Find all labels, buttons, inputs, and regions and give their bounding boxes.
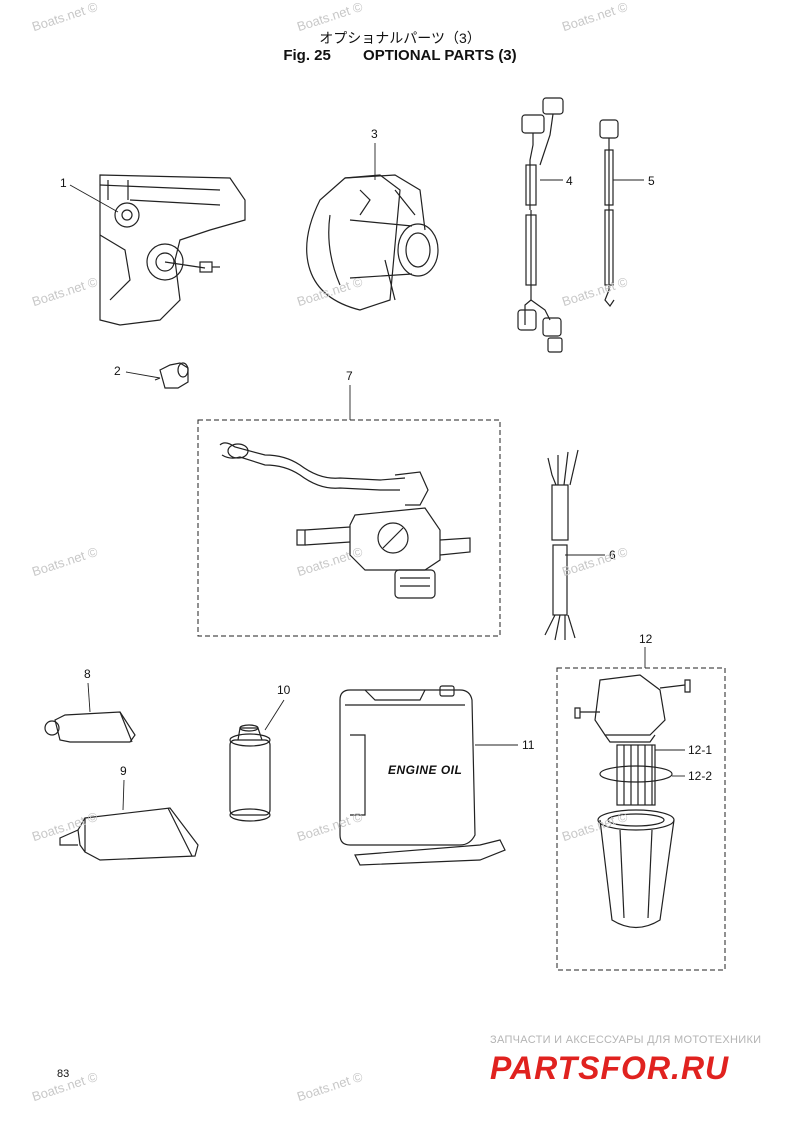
callout-6: 6 [609, 548, 616, 562]
callout-1: 1 [60, 176, 67, 190]
part-4-harness-drawing [517, 97, 564, 353]
callout-8: 8 [84, 667, 91, 681]
callout-2: 2 [114, 364, 121, 378]
callout-4: 4 [566, 174, 573, 188]
part-12-fuel-filter-drawing [574, 674, 691, 929]
callout-10: 10 [277, 683, 291, 697]
part-8-grease-tube-drawing [44, 711, 136, 743]
part-7-fuel-connector-drawing [219, 442, 471, 599]
part-10-spray-can-drawing [229, 724, 271, 822]
title-japanese: オプショナルパーツ（3） [319, 30, 481, 46]
callout-3: 3 [371, 127, 378, 141]
callout-12-1: 12-1 [688, 743, 713, 757]
part-3-bracket-drawing [306, 174, 439, 311]
callout-9: 9 [120, 764, 127, 778]
callout-12: 12 [639, 632, 653, 646]
callout-11: 11 [522, 738, 535, 752]
part-11-oil-container-drawing [339, 685, 506, 866]
part-2-bushing-drawing [154, 362, 189, 389]
engine-oil-label: ENGINE OIL [388, 763, 463, 777]
part-1-lower-unit-drawing [99, 174, 246, 326]
part-5-wire-drawing [599, 119, 619, 308]
callout-12-2: 12-2 [688, 769, 713, 783]
banner-tagline: ЗАПЧАСТИ И АКСЕССУАРЫ ДЛЯ МОТОТЕХНИКИ [490, 1034, 762, 1046]
part-9-sealant-tube-drawing [59, 807, 199, 861]
part-6-harness-drawing [544, 449, 579, 641]
figure-title: Fig. 25 OPTIONAL PARTS (3) [0, 47, 800, 64]
banner-logo[interactable]: PARTSFOR.RU [490, 1050, 730, 1086]
figure-title-text: OPTIONAL PARTS (3) [363, 47, 517, 64]
page-number: 83 [57, 1068, 70, 1080]
figure-number: Fig. 25 [283, 47, 331, 64]
callout-7: 7 [346, 369, 353, 383]
callout-5: 5 [648, 174, 655, 188]
